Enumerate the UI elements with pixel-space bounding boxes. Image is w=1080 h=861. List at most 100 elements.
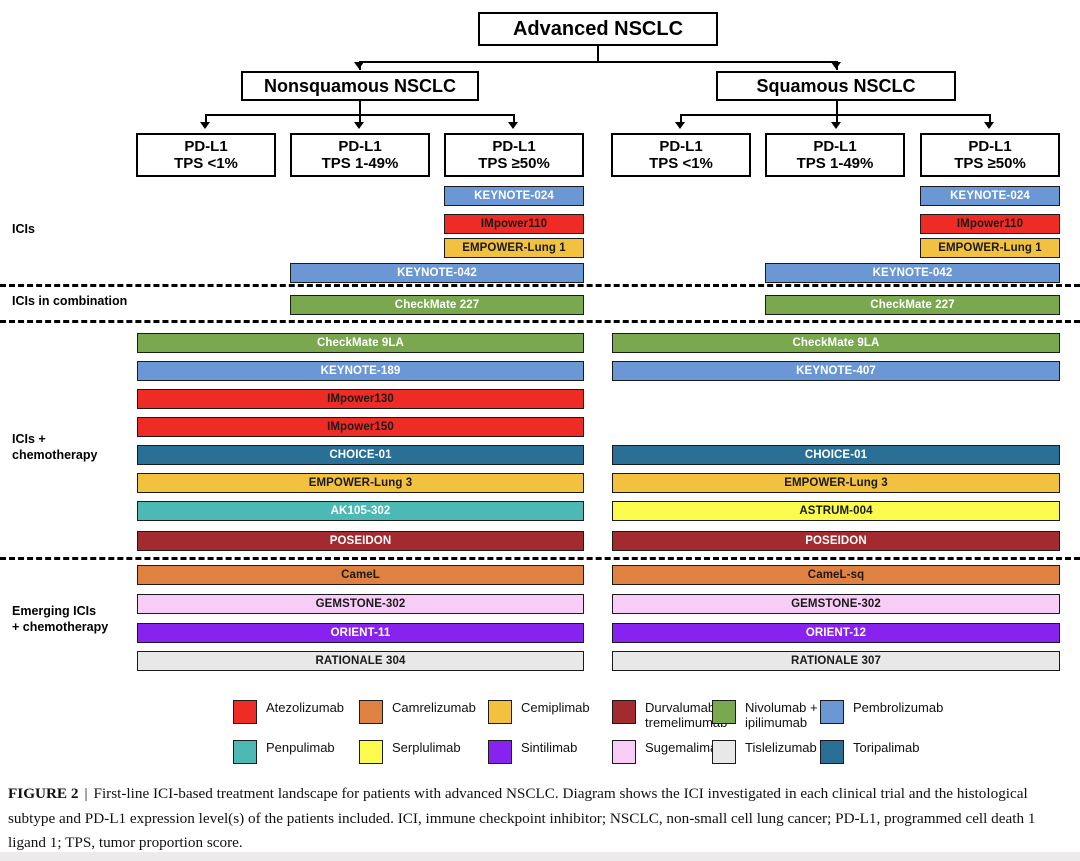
trial-bar[interactable]: RATIONALE 307 [612, 651, 1060, 671]
trial-bar[interactable]: EMPOWER-Lung 3 [612, 473, 1060, 493]
connector-sq-col3 [989, 114, 991, 126]
trial-bar[interactable]: KEYNOTE-024 [444, 186, 584, 206]
trial-bar[interactable]: CameL-sq [612, 565, 1060, 585]
trial-bar[interactable]: CheckMate 9LA [612, 333, 1060, 353]
pdl1-column-sq-ge50: PD-L1 TPS ≥50% [920, 133, 1060, 177]
connector-root-stem [597, 46, 599, 62]
legend-color-swatch [488, 700, 512, 724]
caption-separator: | [84, 785, 88, 802]
node-nonsquamous-nsclc: Nonsquamous NSCLC [241, 71, 479, 101]
legend-item: Tislelizumab [712, 740, 817, 764]
connector-root-horizontal [359, 61, 837, 63]
legend-color-swatch [233, 740, 257, 764]
trial-bar[interactable]: ASTRUM-004 [612, 501, 1060, 521]
trial-bar[interactable]: GEMSTONE-302 [137, 594, 584, 614]
section-label-emerging-icis-chemotherapy: Emerging ICIs + chemotherapy [12, 604, 109, 634]
pdl1-label-line1: PD-L1 [338, 137, 382, 155]
trial-bar[interactable]: KEYNOTE-042 [765, 263, 1060, 283]
legend-item-label: Toripalimab [853, 740, 920, 755]
arrow-down-icon [508, 122, 518, 129]
trial-bar[interactable]: EMPOWER-Lung 1 [920, 238, 1060, 258]
trial-bar[interactable]: POSEIDON [137, 531, 584, 551]
trial-bar[interactable]: KEYNOTE-042 [290, 263, 584, 283]
legend-color-swatch [712, 700, 736, 724]
arrow-down-icon [675, 122, 685, 129]
legend-item-label: Sugemalimab [645, 740, 725, 755]
trial-bar[interactable]: EMPOWER-Lung 3 [137, 473, 584, 493]
pdl1-column-nonsq-1to49: PD-L1 TPS 1-49% [290, 133, 430, 177]
separator-icis-combination [0, 284, 1080, 287]
pdl1-label-line2: TPS ≥50% [478, 155, 550, 172]
bottom-strip [0, 852, 1080, 861]
legend-item-label: Cemiplimab [521, 700, 590, 715]
figure-caption: FIGURE 2|First-line ICI-based treatment … [8, 782, 1072, 856]
trial-bar[interactable]: KEYNOTE-024 [920, 186, 1060, 206]
legend-item: Serplulimab [359, 740, 461, 764]
connector-nonsq-stem [359, 101, 361, 114]
trial-bar[interactable]: KEYNOTE-407 [612, 361, 1060, 381]
trial-bar[interactable]: POSEIDON [612, 531, 1060, 551]
legend-item-label: Serplulimab [392, 740, 461, 755]
pdl1-label-line1: PD-L1 [492, 137, 536, 155]
section-label-icis-chemotherapy: ICIs + chemotherapy [12, 432, 98, 462]
legend-color-swatch [233, 700, 257, 724]
trial-bar[interactable]: CameL [137, 565, 584, 585]
trial-bar[interactable]: ORIENT-11 [137, 623, 584, 643]
legend-color-swatch [359, 740, 383, 764]
node-advanced-nsclc: Advanced NSCLC [478, 12, 718, 46]
legend-item: Cemiplimab [488, 700, 590, 724]
connector-sq-horizontal [680, 114, 990, 116]
legend-item-label: Sintilimab [521, 740, 578, 755]
pdl1-column-nonsq-lt1: PD-L1 TPS <1% [136, 133, 276, 177]
pdl1-label-line1: PD-L1 [659, 137, 703, 155]
pdl1-label-line2: TPS <1% [649, 155, 713, 172]
legend-color-swatch [820, 740, 844, 764]
legend-item-label: Penpulimab [266, 740, 335, 755]
trial-bar[interactable]: RATIONALE 304 [137, 651, 584, 671]
arrow-down-icon [200, 122, 210, 129]
trial-bar[interactable]: IMpower110 [920, 214, 1060, 234]
legend-color-swatch [488, 740, 512, 764]
trial-bar[interactable]: CHOICE-01 [137, 445, 584, 465]
pdl1-column-sq-1to49: PD-L1 TPS 1-49% [765, 133, 905, 177]
legend-item: Sugemalimab [612, 740, 725, 764]
section-label-icis: ICIs [12, 222, 35, 236]
arrow-down-icon [831, 122, 841, 129]
trial-bar[interactable]: AK105-302 [137, 501, 584, 521]
trial-bar[interactable]: IMpower130 [137, 389, 584, 409]
trial-bar[interactable]: CHOICE-01 [612, 445, 1060, 465]
separator-combination-chemo [0, 320, 1080, 323]
connector-sq-stem [836, 101, 838, 114]
legend-item: Sintilimab [488, 740, 577, 764]
connector-nonsq-col2 [359, 114, 361, 126]
connector-sq-col1 [680, 114, 682, 126]
legend-item-label: Camrelizumab [392, 700, 476, 715]
node-squamous-label: Squamous NSCLC [756, 75, 916, 96]
trial-bar[interactable]: ORIENT-12 [612, 623, 1060, 643]
legend-item: Camrelizumab [359, 700, 476, 724]
arrow-down-icon [984, 122, 994, 129]
pdl1-label-line2: TPS <1% [174, 155, 238, 172]
legend-item-label: Tislelizumab [745, 740, 817, 755]
legend-item: Toripalimab [820, 740, 919, 764]
legend-item-label: Nivolumab + ipilimumab [745, 700, 818, 730]
legend-color-swatch [359, 700, 383, 724]
pdl1-label-line2: TPS 1-49% [321, 155, 399, 172]
legend-color-swatch [712, 740, 736, 764]
trial-bar[interactable]: IMpower150 [137, 417, 584, 437]
pdl1-label-line1: PD-L1 [968, 137, 1012, 155]
trial-bar[interactable]: KEYNOTE-189 [137, 361, 584, 381]
pdl1-column-nonsq-ge50: PD-L1 TPS ≥50% [444, 133, 584, 177]
trial-bar[interactable]: GEMSTONE-302 [612, 594, 1060, 614]
arrow-down-icon [354, 122, 364, 129]
trial-bar[interactable]: CheckMate 227 [290, 295, 584, 315]
trial-bar[interactable]: CheckMate 227 [765, 295, 1060, 315]
legend-item: Durvalumab + tremelimumab [612, 700, 727, 731]
trial-bar[interactable]: IMpower110 [444, 214, 584, 234]
trial-bar[interactable]: EMPOWER-Lung 1 [444, 238, 584, 258]
arrow-down-icon [354, 62, 364, 69]
node-squamous-nsclc: Squamous NSCLC [716, 71, 956, 101]
trial-bar[interactable]: CheckMate 9LA [137, 333, 584, 353]
